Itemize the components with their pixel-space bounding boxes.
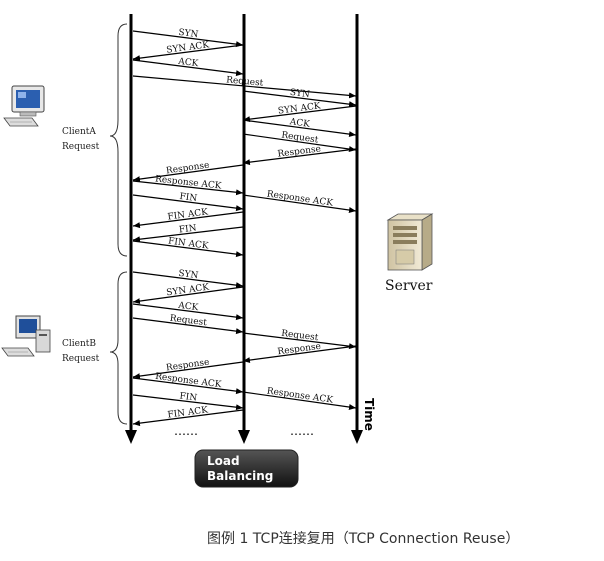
- client-a-arrow-6: [242, 105, 357, 123]
- client-a-arrow-10: [132, 164, 244, 183]
- client-a-message-label-2: SYN ACK: [166, 40, 210, 55]
- client-a-arrow-11: [132, 180, 244, 196]
- client-b-message-label-7: Response: [165, 358, 210, 374]
- client-a-message-label-6: SYN ACK: [277, 101, 321, 116]
- client-a-label: ClientA: [62, 127, 96, 137]
- load-balancing-box: Load Balancing: [194, 449, 299, 488]
- client-a-message-label-3: ACK: [177, 57, 199, 70]
- client-a-arrow-9: [242, 148, 357, 166]
- ellipsis-right: ……: [290, 424, 314, 438]
- client-b-arrow-3: [132, 303, 244, 321]
- client-b-message-label-5: Request: [281, 329, 320, 344]
- client-b-message-label-8: Response ACK: [155, 372, 223, 390]
- server-lifeline-arrow: [351, 430, 363, 444]
- client-a-arrow-4: [132, 75, 357, 99]
- client-a-arrow-16: [132, 240, 244, 258]
- client-b-label: ClientB: [62, 339, 96, 349]
- load-balancer-lifeline-arrow: [238, 430, 250, 444]
- client-a-arrow-5: [242, 90, 357, 108]
- client-a-message-label-11: Response ACK: [155, 174, 223, 191]
- client-a-arrow-14: [132, 211, 244, 229]
- client-a-message-label-8: Request: [281, 130, 320, 145]
- client-b-message-label-3: ACK: [177, 301, 199, 314]
- client-a-arrow-15: [132, 226, 244, 243]
- client-b-arrow-6: [242, 345, 357, 364]
- client-b-arrow-4: [132, 317, 244, 335]
- client-a-message-label-14: FIN ACK: [167, 207, 209, 222]
- client-b-message-label-11: FIN ACK: [167, 405, 209, 420]
- computer-icon: [1, 315, 51, 357]
- client-b-arrow-2: [132, 286, 244, 305]
- client-b-arrow-5: [242, 332, 357, 350]
- client-a-message-label-15: FIN: [178, 223, 197, 235]
- client-a-arrow-7: [242, 119, 357, 138]
- client-a-arrow-3: [132, 59, 244, 77]
- computer-icon: [3, 85, 45, 127]
- server-icon: [386, 213, 434, 271]
- client-a-message-label-12: Response ACK: [266, 189, 334, 208]
- client-lifeline-arrow: [125, 430, 137, 444]
- client-b-arrow-8: [132, 377, 244, 395]
- client-a-message-label-1: SYN: [178, 28, 199, 40]
- time-label: Time: [362, 398, 376, 431]
- client-a-arrow-1: [132, 30, 244, 48]
- figure-caption: 图例 1 TCP连接复用（TCP Connection Reuse）: [207, 531, 520, 547]
- load-balancing-label-line1: Load: [207, 454, 240, 468]
- client-b-request-label: Request: [62, 354, 100, 364]
- client-b-arrow-10: [132, 394, 244, 411]
- client-a-request-label: Request: [62, 142, 100, 152]
- client-a-message-label-10: Response: [165, 161, 210, 177]
- client-a-arrow-12: [242, 194, 357, 213]
- load-balancing-label-line2: Balancing: [207, 469, 273, 483]
- client-b-message-label-9: Response ACK: [266, 386, 334, 405]
- client-b-arrow-1: [132, 271, 244, 289]
- client-b-arrow-11: [132, 409, 244, 427]
- client-b-message-label-10: FIN: [179, 392, 198, 404]
- client-b-brace: [109, 271, 128, 425]
- client-a-message-label-5: SYN: [289, 88, 310, 100]
- client-b-message-label-4: Request: [169, 314, 208, 329]
- client-a-arrow-8: [242, 133, 357, 152]
- client-b-arrow-7: [132, 361, 244, 380]
- client-b-message-label-6: Response: [277, 342, 322, 358]
- client-a-message-label-9: Response: [277, 144, 322, 159]
- client-a-message-label-13: FIN: [179, 192, 198, 204]
- client-a-message-label-4: Request: [226, 75, 264, 88]
- client-b-arrow-9: [242, 391, 357, 410]
- client-b-message-label-1: SYN: [178, 269, 199, 281]
- client-a-brace: [109, 23, 128, 257]
- client-a-message-label-7: ACK: [288, 117, 311, 130]
- client-b-message-label-2: SYN ACK: [166, 283, 210, 299]
- ellipsis-left: ……: [174, 424, 198, 438]
- client-a-arrow-13: [132, 194, 244, 212]
- client-a-arrow-2: [132, 44, 244, 62]
- server-label: Server: [385, 278, 433, 294]
- client-a-message-label-16: FIN ACK: [167, 236, 209, 251]
